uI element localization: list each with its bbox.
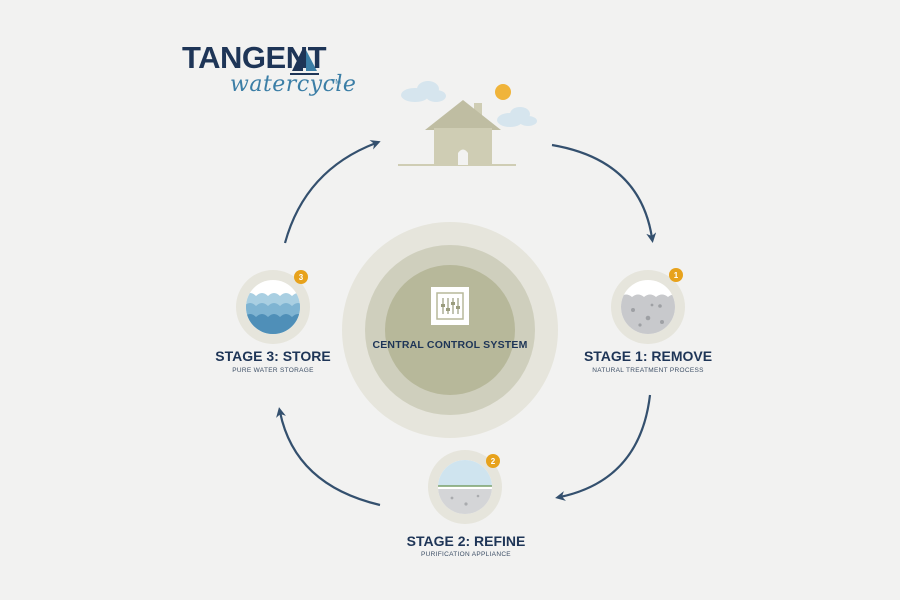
logo-trademark: TM [331, 79, 342, 86]
cycle-arrows [276, 140, 657, 507]
arrow-stage3-to-house [283, 140, 381, 244]
house-icon [398, 100, 516, 166]
cloud-icon [401, 81, 446, 102]
stage-2-title: STAGE 2: REFINE [406, 533, 526, 549]
sun-icon [495, 84, 511, 100]
stage-3-icon: 3 [236, 270, 310, 344]
stage-1-icon: 1 [611, 268, 685, 344]
arrow-house-to-stage1 [551, 143, 657, 243]
arrow-stage1-to-stage2 [555, 394, 652, 501]
cloud-icon [497, 107, 537, 127]
stage-2-icon: 2 [428, 450, 502, 524]
logo-product: watercycle [230, 72, 357, 97]
stage-1-badge: 1 [674, 271, 679, 280]
stage-3-subtitle: PURE WATER STORAGE [232, 367, 314, 374]
stage-1-subtitle: NATURAL TREATMENT PROCESS [592, 367, 704, 374]
arrow-stage2-to-stage3 [276, 407, 381, 507]
soil-icon [621, 294, 675, 334]
control-panel-icon [431, 287, 469, 325]
stage-1-title: STAGE 1: REMOVE [583, 348, 713, 364]
sailboat-icon [290, 48, 319, 75]
stage-2-badge: 2 [491, 457, 496, 466]
stage-3-badge: 3 [299, 273, 304, 282]
logo-brand: TANGENT [182, 40, 327, 75]
house-scene [398, 81, 537, 166]
central-rings [342, 222, 558, 438]
central-control-label: CENTRAL CONTROL SYSTEM [372, 339, 528, 351]
stage-3-title: STAGE 3: STORE [215, 348, 331, 364]
stage-2-subtitle: PURIFICATION APPLIANCE [421, 551, 511, 558]
